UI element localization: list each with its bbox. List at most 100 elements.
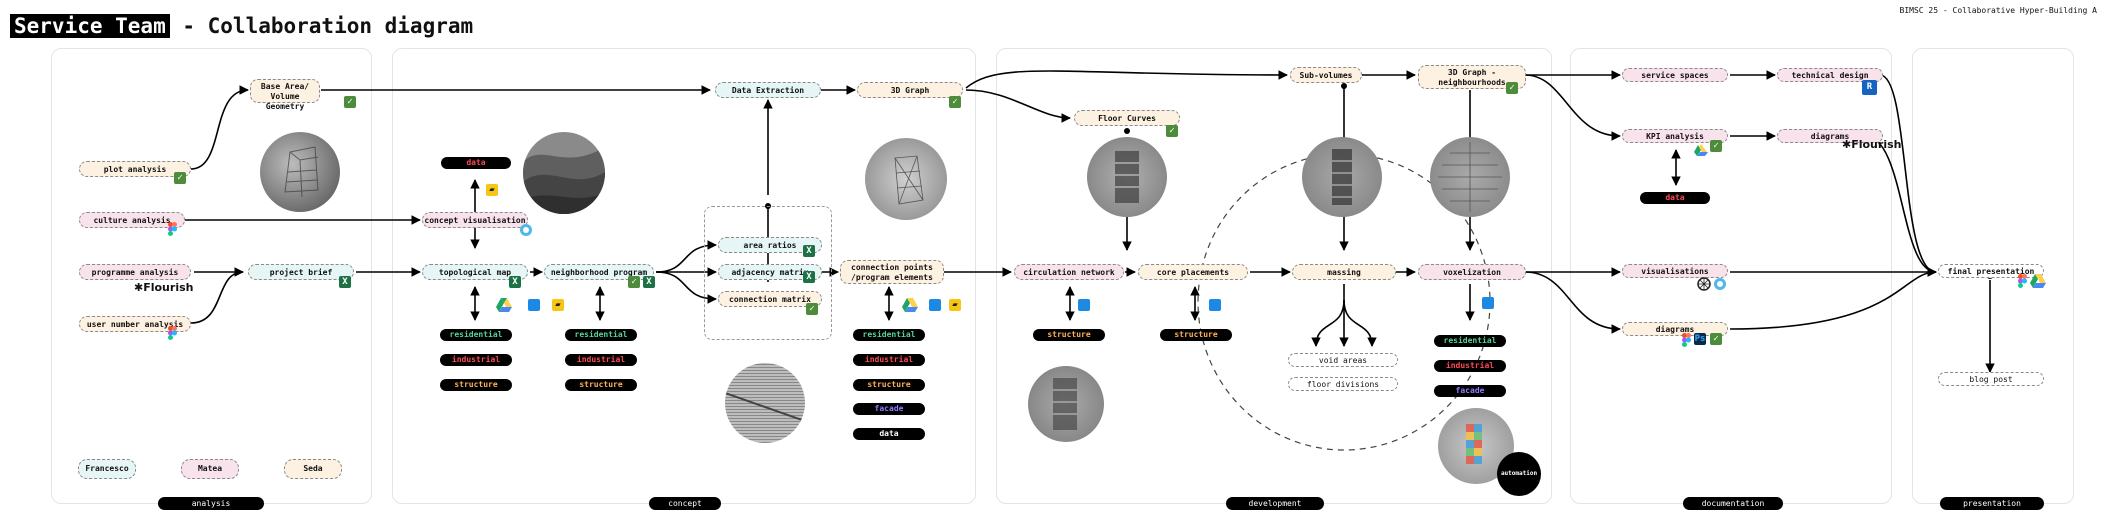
tag-structure: structure [440,379,512,391]
node-diagrams-doc[interactable]: diagrams [1777,129,1883,143]
image-neighbourhood-graph [1430,137,1510,217]
tag-industrial: industrial [565,354,637,366]
person-matea: Matea [181,459,239,479]
miro-icon: ▰ [949,299,961,311]
check-icon: ✓ [344,96,356,108]
tag-industrial: industrial [1434,360,1506,372]
node-connection-points[interactable]: connection points /program elements [840,260,944,284]
google-drive-icon [496,298,512,312]
figma-icon [168,222,177,236]
tag-facade: facade [1434,385,1506,397]
figma-icon [2018,274,2027,288]
node-user-number-analysis[interactable]: user number analysis [79,316,191,332]
rhino-icon [1714,278,1726,290]
tag-structure: structure [853,379,925,391]
excel-icon: X [803,245,815,257]
node-voxelization[interactable]: voxelization [1418,264,1526,280]
check-icon: ✓ [806,303,818,315]
tag-residential: residential [853,329,925,341]
tag-data: data [441,157,511,169]
person-francesco: Francesco [78,459,136,479]
node-area-ratios[interactable]: area ratios [718,237,822,253]
node-technical-design[interactable]: technical design [1777,68,1883,82]
panel-label-concept: concept [649,497,721,510]
check-icon: ✓ [628,276,640,288]
tag-data: data [853,428,925,440]
image-3d-graph [865,138,947,220]
automation-badge: automation [1497,452,1541,496]
node-base-area[interactable]: Base Area/ Volume Geometry [250,79,320,111]
check-icon: ✓ [949,96,961,108]
cube-icon [929,299,941,311]
tag-facade: facade [853,403,925,415]
panel-label-development: development [1226,497,1324,510]
tag-residential: residential [565,329,637,341]
node-plot-analysis[interactable]: plot analysis [79,161,191,177]
panel-label-presentation: presentation [1940,497,2044,510]
node-circulation-network[interactable]: circulation network [1014,264,1124,280]
node-project-brief[interactable]: project brief [248,264,354,280]
node-topological-map[interactable]: topological map [422,264,528,280]
google-drive-icon [2030,274,2046,288]
node-data-extraction[interactable]: Data Extraction [715,82,821,98]
figma-icon [1682,333,1691,347]
check-icon: ✓ [1166,125,1178,137]
cube-icon [528,299,540,311]
google-drive-icon [1694,144,1708,156]
course-label: BIMSC 25 - Collaborative Hyper-Building … [1899,6,2097,15]
check-icon: ✓ [1710,333,1722,345]
page-title: Service Team - Collaboration diagram [10,13,473,39]
google-drive-icon [902,298,918,312]
node-void-areas[interactable]: void areas [1288,353,1398,367]
miro-icon: ▰ [486,184,498,196]
figma-icon [168,326,177,340]
node-connection-matrix[interactable]: connection matrix [718,291,822,307]
rhino-icon [520,224,532,236]
node-neighborhood-program[interactable]: neighborhood program [544,264,654,280]
check-icon: ✓ [174,172,186,184]
excel-icon: X [339,276,351,288]
node-visualisations[interactable]: visualisations [1622,264,1728,278]
node-3d-graph[interactable]: 3D Graph [857,82,963,98]
excel-icon: X [803,271,815,283]
tag-structure: structure [565,379,637,391]
node-kpi-analysis[interactable]: KPI analysis [1622,129,1728,143]
flourish-icon: ✱Flourish [134,281,194,294]
tag-industrial: industrial [853,354,925,366]
image-floor-curves [1087,137,1167,217]
image-concept-graph [523,132,605,214]
excel-icon: X [509,276,521,288]
miro-icon: ▰ [552,299,564,311]
cube-icon [1078,299,1090,311]
tag-data: data [1640,192,1710,204]
node-core-placements[interactable]: core placements [1138,264,1248,280]
image-sub-volumes [1302,137,1382,217]
excel-icon: X [643,276,655,288]
flourish-icon: ✱Flourish [1842,138,1902,151]
openai-icon [1697,277,1711,291]
tag-residential: residential [1434,335,1506,347]
cube-icon [1482,297,1494,309]
check-icon: ✓ [1710,140,1722,152]
tag-structure: structure [1033,329,1105,341]
photoshop-icon: Ps [1694,333,1706,345]
revit-icon: R [1862,80,1877,95]
node-floor-curves[interactable]: Floor Curves [1074,110,1180,126]
panel-label-analysis: analysis [158,497,264,510]
node-adjacency-matrix[interactable]: adjacency matrix [718,264,822,280]
tag-structure: structure [1160,329,1232,341]
node-floor-divisions[interactable]: floor divisions [1288,377,1398,391]
node-culture-analysis[interactable]: culture analysis [79,212,185,228]
node-sub-volumes[interactable]: Sub-volumes [1290,67,1362,83]
node-blog-post[interactable]: blog post [1938,372,2044,386]
image-circulation [1028,366,1104,442]
node-massing[interactable]: massing [1292,264,1396,280]
cube-icon [1209,299,1221,311]
node-concept-visualisation[interactable]: concept visualisation [422,212,528,228]
node-final-presentation[interactable]: final presentation [1938,264,2044,278]
node-programme-analysis[interactable]: programme analysis [79,264,191,280]
node-diagrams[interactable]: diagrams [1622,322,1728,336]
node-service-spaces[interactable]: service spaces [1622,68,1728,82]
